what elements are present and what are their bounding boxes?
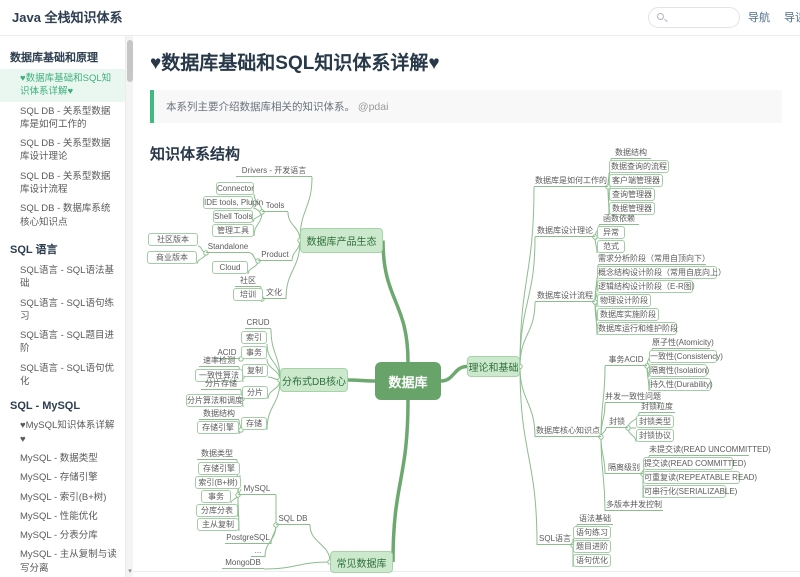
section-heading: 知识体系结构 xyxy=(150,146,241,163)
sidebar-section: 数据库基础和原理 ♥数据库基础和SQL知识体系详解♥ SQL DB - 关系型数据库… xyxy=(0,40,125,232)
site-title: Java 全栈知识体系 xyxy=(12,10,123,25)
sidebar-item[interactable]: SQL DB - 数据库系统核心知识点 xyxy=(20,203,111,228)
sidebar-item[interactable]: SQL语言 - SQL语句练习 xyxy=(20,297,114,322)
sidebar: 数据库基础和原理 ♥数据库基础和SQL知识体系详解♥ SQL DB - 关系型数据库… xyxy=(0,36,125,577)
sidebar-section-title: SQL - MySQL xyxy=(10,400,81,413)
intro-quote: 本系列主要介绍数据库相关的知识体系。 @pdai xyxy=(150,90,782,123)
scrollbar-thumb[interactable] xyxy=(127,40,133,82)
sidebar-item[interactable]: MySQL - 索引(B+树) xyxy=(20,491,107,503)
search-icon xyxy=(657,13,664,20)
sidebar-item[interactable]: MySQL - 性能优化 xyxy=(20,510,98,522)
sidebar-item[interactable]: MySQL - 主从复制与读写分离 xyxy=(20,549,117,574)
sidebar-scrollbar[interactable]: ▾ xyxy=(125,36,133,577)
page-title: ♥数据库基础和SQL知识体系详解♥ xyxy=(150,53,440,74)
sidebar-item[interactable]: MySQL - 分表分库 xyxy=(20,530,98,542)
sidebar-item[interactable]: ♥MySQL知识体系详解♥ xyxy=(20,420,115,445)
top-nav-link[interactable]: 导航 xyxy=(748,12,770,24)
sidebar-section-title: SQL 语言 xyxy=(10,243,58,256)
sidebar-section: SQL - MySQL ♥MySQL知识体系详解♥ MySQL - 数据类型 MySQ… xyxy=(0,391,125,577)
sidebar-item[interactable]: SQL DB - 关系型数据库是如何工作的 xyxy=(20,105,111,130)
sidebar-item[interactable]: SQL DB - 关系型数据库设计流程 xyxy=(20,170,111,196)
intro-quote-text: 本系列主要介绍数据库相关的知识体系。 xyxy=(166,101,355,113)
sidebar-section-title: 数据库基础和原理 xyxy=(10,52,98,64)
sidebar-item[interactable]: SQL语言 - SQL语法基础 xyxy=(20,264,114,290)
sidebar-item[interactable]: SQL语言 - SQL题目进阶 xyxy=(20,330,114,355)
search-input[interactable] xyxy=(673,9,735,26)
sidebar-item[interactable]: MySQL - 数据类型 xyxy=(20,452,98,464)
scrollbar-down-arrow-icon[interactable]: ▾ xyxy=(128,568,132,575)
sidebar-item[interactable]: SQL DB - 关系型数据库设计理论 xyxy=(20,138,111,163)
header: Java 全栈知识体系 导航导读Java xyxy=(0,0,800,36)
intro-quote-attribution: @pdai xyxy=(357,101,389,113)
footer-divider xyxy=(133,571,800,572)
main-content: ♥数据库基础和SQL知识体系详解♥ 本系列主要介绍数据库相关的知识体系。 @pd… xyxy=(133,36,800,577)
sidebar-item-active[interactable]: ♥数据库基础和SQL知识体系详解♥ xyxy=(0,69,125,102)
sidebar-item[interactable]: MySQL - 存储引擎 xyxy=(20,472,98,484)
sidebar-nav: 数据库基础和原理 ♥数据库基础和SQL知识体系详解♥ SQL DB - 关系型数据库… xyxy=(0,40,125,577)
top-nav-link[interactable]: 导读 xyxy=(784,12,800,24)
sidebar-item[interactable]: SQL语言 - SQL语句优化 xyxy=(20,362,114,388)
top-nav: 导航导读Java xyxy=(748,0,800,36)
search-box xyxy=(648,7,740,28)
sidebar-section: SQL 语言 SQL语言 - SQL语法基础 SQL语言 - SQL语句练习 SQL语… xyxy=(0,232,125,391)
